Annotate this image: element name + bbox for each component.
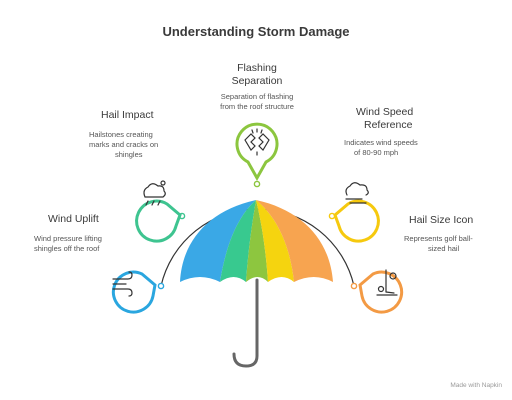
diagram-title: Understanding Storm Damage: [162, 24, 350, 39]
flashing-desc-line: from the roof structure: [220, 102, 294, 111]
flashing-separation-title: Flashing Separation: [221, 62, 293, 88]
umbrella-panel-yellow: [256, 200, 294, 282]
connector-dot-flashing: [253, 180, 261, 188]
cloud-hail-icon: [143, 180, 166, 206]
wind-uplift-title: Wind Uplift: [48, 213, 99, 225]
hail-impact-description: Hailstones creating marks and cracks on …: [89, 130, 158, 160]
golf-icon: [376, 269, 398, 296]
napkin-credit[interactable]: Made with Napkin: [450, 382, 502, 389]
wind-speed-desc-line: Indicates wind speeds: [344, 138, 418, 147]
hail-impact-desc-line: marks and cracks on: [89, 140, 159, 149]
flashing-title-line: Separation: [231, 75, 283, 87]
umbrella-panel-green: [220, 200, 256, 282]
connector-dot-hail-size: [350, 282, 358, 290]
wind-speed-title-line: Reference: [364, 119, 413, 131]
flashing-title-line: Flashing: [237, 62, 277, 74]
umbrella-panel-lime: [246, 200, 268, 282]
hail-size-desc-line: sized hail: [428, 244, 460, 253]
umbrella-panel-blue: [180, 200, 256, 282]
bubble-hail-impact: [135, 180, 182, 243]
pull-apart-icon: [244, 128, 270, 156]
wind-speed-title-line: Wind Speed: [356, 106, 414, 118]
connector-dot-wind-uplift: [157, 282, 165, 290]
bubble-wind-uplift: [111, 270, 157, 314]
hail-impact-desc-line: shingles: [115, 150, 143, 159]
umbrella-panel-orange: [256, 200, 333, 282]
flashing-desc-line: Separation of flashing: [220, 92, 294, 101]
umbrella-canopy: [180, 200, 333, 282]
bubble-wind-speed-reference: [333, 182, 380, 243]
wind-uplift-desc-line: shingles off the roof: [34, 244, 100, 253]
hail-size-title: Hail Size Icon: [409, 214, 474, 226]
wind-uplift-desc-line: Wind pressure lifting: [34, 234, 102, 243]
hail-impact-title: Hail Impact: [101, 109, 154, 121]
wind-speed-reference-description: Indicates wind speeds of 80-90 mph: [344, 138, 418, 158]
bubble-hail-size: [358, 269, 404, 314]
wind-uplift-description: Wind pressure lifting shingles off the r…: [34, 234, 102, 254]
hail-impact-desc-line: Hailstones creating: [89, 130, 153, 139]
hail-size-desc-line: Represents golf ball-: [404, 234, 473, 243]
wind-speed-desc-line: of 80-90 mph: [354, 148, 399, 157]
wind-icon: [112, 271, 133, 297]
umbrella-handle: [232, 278, 259, 368]
flashing-separation-description: Separation of flashing from the roof str…: [208, 92, 306, 112]
bubble-flashing-separation: [235, 122, 279, 182]
wind-speed-reference-title: Wind Speed Reference: [356, 106, 413, 132]
wind-cloud-icon: [345, 182, 369, 204]
hail-size-description: Represents golf ball- sized hail: [404, 234, 473, 254]
